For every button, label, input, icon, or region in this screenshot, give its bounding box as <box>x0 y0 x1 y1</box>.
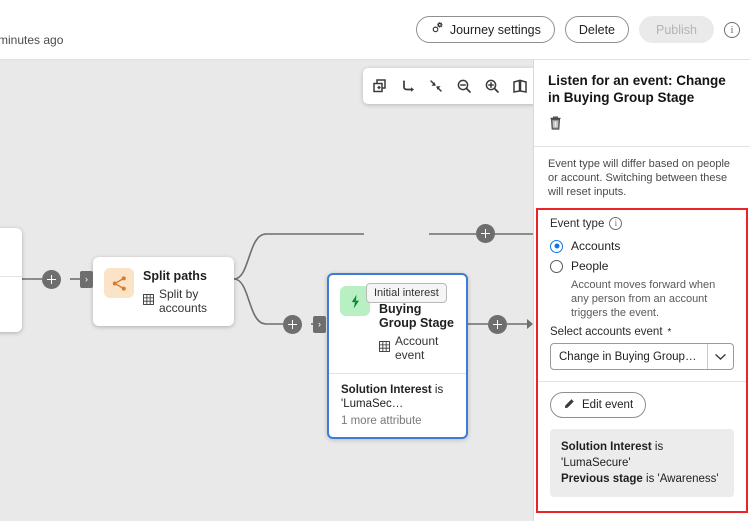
event-type-info-icon[interactable]: i <box>609 217 623 230</box>
delete-step-button[interactable] <box>534 106 563 146</box>
node-event-attribute-value: is 'LumaSec… <box>341 383 444 410</box>
top-toolbar: minutes ago Journey settings Delete Publ… <box>0 0 750 60</box>
edit-event-label: Edit event <box>582 399 634 411</box>
select-event-label: Select accounts event <box>550 326 663 338</box>
add-step-button-branch-bottom[interactable] <box>283 315 302 334</box>
panel-divider-middle <box>538 381 746 382</box>
summary-line-solution-interest: Solution Interest is 'LumaSecure' <box>561 439 723 471</box>
node-change-in-buying-group-stage[interactable]: Change in Buying Group Stage Account eve… <box>327 273 468 439</box>
node-split-paths-header: Split paths Split by accounts <box>93 257 234 326</box>
pencil-icon <box>563 397 576 413</box>
chevron-down-icon[interactable] <box>707 344 733 369</box>
select-event-label-row: Select accounts event * <box>538 326 746 343</box>
summary-attr-name-2: Previous stage <box>561 473 643 485</box>
zoom-in-icon[interactable] <box>479 72 505 100</box>
publish-label: Publish <box>656 22 697 37</box>
event-settings-panel: Listen for an event: Change in Buying Gr… <box>533 60 750 521</box>
expand-connector-entry[interactable]: › <box>80 271 93 288</box>
redo-icon[interactable] <box>395 72 421 100</box>
map-overview-icon[interactable] <box>507 72 533 100</box>
required-indicator: * <box>667 326 672 338</box>
node-split-paths-title: Split paths <box>143 269 207 283</box>
highlight-region-spacer <box>538 497 746 511</box>
radio-option-people[interactable]: People <box>538 256 746 276</box>
add-step-button-entry[interactable] <box>42 270 61 289</box>
journey-settings-label: Journey settings <box>449 22 541 37</box>
canvas-toolbar[interactable] <box>363 68 533 104</box>
node-event-body: Solution Interest is 'LumaSec… 1 more at… <box>329 374 466 437</box>
node-split-paths-text: Split paths Split by accounts <box>143 268 222 315</box>
panel-description: Event type will differ based on people o… <box>548 158 731 198</box>
previous-node-partial[interactable] <box>0 228 22 332</box>
event-type-label-row: Event type i <box>538 210 746 236</box>
split-paths-icon <box>104 268 134 298</box>
canvas-edges <box>21 233 533 329</box>
radio-accounts-label: Accounts <box>571 239 621 253</box>
event-type-highlight-region: Event type i Accounts People Account mov… <box>536 208 748 513</box>
node-event-subtitle-row: Account event <box>379 334 454 362</box>
node-event-more-attributes[interactable]: 1 more attribute <box>341 414 422 427</box>
summary-line-previous-stage: Previous stage is 'Awareness' <box>561 471 723 487</box>
branch-label-initial-interest[interactable]: Initial interest <box>366 283 447 303</box>
add-step-button-after-event[interactable] <box>488 315 507 334</box>
summary-attr-value-1: is 'LumaSecure' <box>561 441 664 469</box>
top-toolbar-actions: Journey settings Delete Publish i <box>415 16 740 43</box>
grid-icon <box>379 340 390 355</box>
select-accounts-event-dropdown[interactable]: Change in Buying Group Stage <box>550 343 734 370</box>
zoom-out-icon[interactable] <box>451 72 477 100</box>
timeout-section-header: Timeout <box>534 513 750 521</box>
info-icon[interactable]: i <box>724 21 740 38</box>
event-conditions-summary: Solution Interest is 'LumaSecure' Previo… <box>550 429 734 497</box>
event-type-label: Event type <box>550 217 605 230</box>
radio-accounts-indicator <box>550 239 563 253</box>
event-lightning-icon <box>340 286 370 316</box>
delete-label: Delete <box>578 22 615 37</box>
journey-canvas[interactable]: › Split paths <box>0 60 533 521</box>
summary-attr-value-2: is 'Awareness' <box>642 473 719 485</box>
radio-option-accounts[interactable]: Accounts <box>538 236 746 256</box>
people-option-help-text: Account moves forward when any person fr… <box>571 279 716 319</box>
journey-settings-button[interactable]: Journey settings <box>415 16 555 43</box>
node-event-subtitle: Account event <box>395 333 439 362</box>
fit-to-screen-icon[interactable] <box>423 72 449 100</box>
add-step-button-branch-top[interactable] <box>476 224 495 243</box>
duplicate-icon[interactable] <box>367 72 393 100</box>
node-event-attribute: Solution Interest is 'LumaSec… <box>341 383 454 411</box>
gear-icon <box>430 21 444 38</box>
radio-people-label: People <box>571 259 609 273</box>
last-saved-text: minutes ago <box>0 33 64 47</box>
publish-button[interactable]: Publish <box>639 16 714 43</box>
select-accounts-event-value: Change in Buying Group Stage <box>559 350 707 363</box>
edit-event-button[interactable]: Edit event <box>550 392 647 418</box>
node-event-attribute-name: Solution Interest <box>341 383 432 396</box>
expand-connector-branch-bottom[interactable]: › <box>313 316 326 333</box>
panel-title: Listen for an event: Change in Buying Gr… <box>548 73 726 105</box>
node-event-divider <box>329 372 466 374</box>
delete-button[interactable]: Delete <box>564 16 629 43</box>
node-split-paths[interactable]: Split paths Split by accounts <box>93 257 234 326</box>
node-split-paths-subtitle-row: Split by accounts <box>143 287 222 315</box>
grid-icon <box>143 293 154 308</box>
radio-people-indicator <box>550 259 563 273</box>
node-split-paths-subtitle: Split by accounts <box>159 286 208 315</box>
panel-divider-top <box>534 146 750 147</box>
summary-attr-name-1: Solution Interest <box>561 441 652 453</box>
trash-icon <box>550 116 561 130</box>
